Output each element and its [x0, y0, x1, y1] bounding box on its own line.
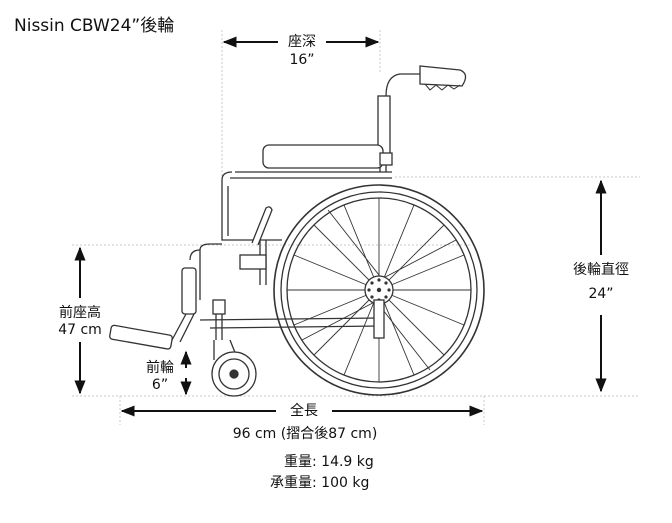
guide-lines	[72, 30, 640, 425]
spec-capacity-label: 承重量	[270, 475, 312, 491]
overall-length-label: 全長	[290, 403, 318, 419]
rear-wheel-diameter-label: 後輪直徑	[573, 262, 629, 278]
armrest-pad	[262, 144, 384, 169]
brake-lever	[251, 206, 273, 246]
spec-weight-value: 14.9 kg	[321, 454, 374, 470]
seat-depth-label: 座深	[288, 34, 316, 50]
overall-length-value: 96 cm (摺合後87 cm)	[232, 426, 378, 442]
wheelchair-illustration	[109, 65, 485, 397]
diagram-title: Nissin CBW24”後輪	[14, 16, 175, 36]
dimension-arrows	[74, 36, 607, 417]
rear-wheel-tire	[273, 184, 485, 396]
handle-grip	[419, 65, 467, 87]
front-wheel-label: 前輪	[146, 360, 174, 376]
seat-depth-value: 16”	[289, 52, 315, 68]
lower-rail	[199, 317, 381, 321]
front-wheel-value: 6”	[151, 377, 169, 393]
front-seat-height-label: 前座高	[59, 305, 101, 321]
front-seat-height-value: 47 cm	[58, 322, 102, 338]
spec-capacity: 承重量: 100 kg	[270, 475, 370, 491]
footplate	[109, 324, 173, 350]
spec-weight: 重量: 14.9 kg	[284, 454, 374, 470]
spec-weight-label: 重量	[284, 454, 312, 470]
rear-wheel-diameter-value: 24”	[588, 286, 614, 302]
spec-capacity-value: 100 kg	[321, 475, 370, 491]
side-frame	[221, 171, 282, 241]
